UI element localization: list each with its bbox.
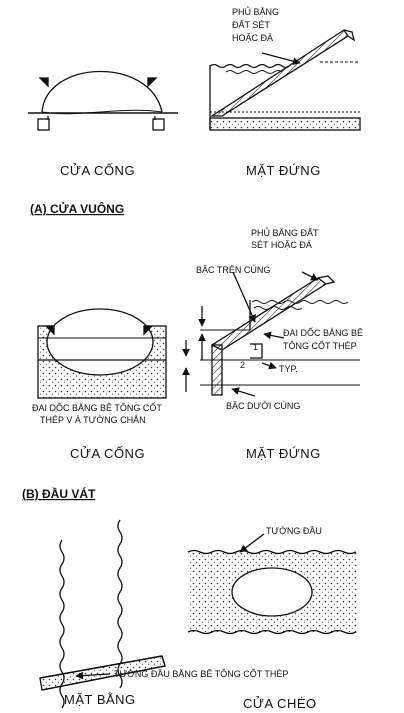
b-headwall-label: TƯỜNG ĐẦU <box>266 526 322 536</box>
section-a-title: (A) CỬA VUÔNG <box>30 201 124 216</box>
a-elevation <box>182 271 360 397</box>
top-culvert-caption: CỬA CỐNG <box>60 163 135 178</box>
a-culvert-caption: CỬA CỐNG <box>70 446 145 461</box>
a-culvert-opening <box>37 308 167 399</box>
b-skew-caption: CỬA CHÉO <box>243 696 317 711</box>
top-culvert-opening <box>28 70 178 131</box>
a-typ-label: TYP. <box>279 364 298 374</box>
top-elevation-caption: MẶT ĐỨNG <box>246 163 321 178</box>
a-slope-note-2: TÔNG CỐT THÉP <box>283 340 357 351</box>
a-bottom-step-label: BẬC DƯỚI CÙNG <box>226 401 300 411</box>
a-ratio-horizontal: 2 <box>240 360 245 370</box>
a-wall-note-1: ĐAI DỐC BẰNG BÊ TÔNG CỐT <box>32 402 162 413</box>
a-wall-note-2: THÉP V À TƯỜNG CHẮN <box>40 415 146 425</box>
a-cover-note-2: SÉT HOẶC ĐÁ <box>251 240 312 250</box>
b-headwall-rc-label: TƯỜNG ĐẦU BẰNG BÊ TÔNG CỐT THÉP <box>114 668 288 679</box>
top-cover-note-1: PHỦ BẰNG <box>232 6 279 17</box>
a-ratio-vertical: 1 <box>253 342 258 352</box>
a-slope-note-1: ĐAI DỐC BẰNG BÊ <box>283 327 363 338</box>
a-elevation-caption: MẶT ĐỨNG <box>246 446 321 461</box>
section-b-title: (B) ĐẦU VÁT <box>22 486 96 501</box>
b-plan <box>39 519 166 709</box>
top-cover-note-3: HOẶC ĐÁ <box>232 33 273 43</box>
top-cover-note-2: ĐẤT SÉT <box>232 20 270 30</box>
b-plan-caption: MẶT BẰNG <box>64 692 136 707</box>
b-skew-opening <box>187 533 358 635</box>
a-cover-note-1: PHỦ BẰNG ĐẤT <box>251 227 319 238</box>
a-top-step-label: BẬC TRÊN CÙNG <box>196 265 270 275</box>
top-elevation <box>209 29 361 131</box>
